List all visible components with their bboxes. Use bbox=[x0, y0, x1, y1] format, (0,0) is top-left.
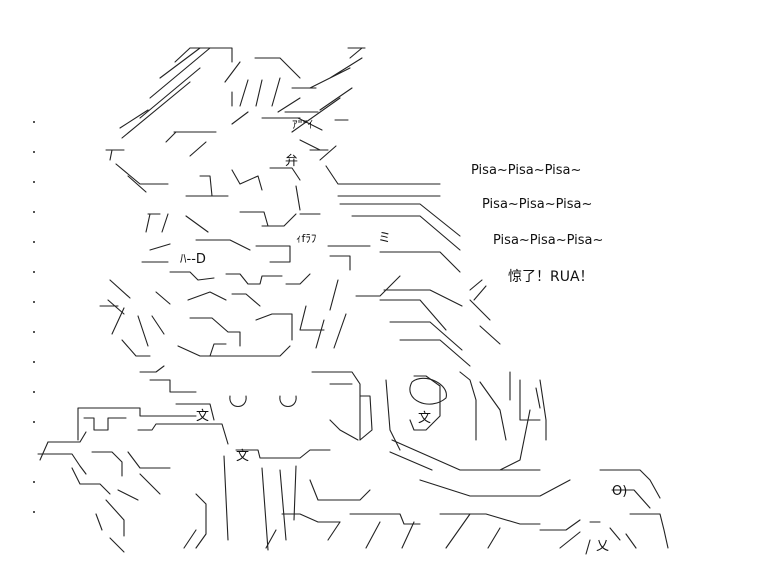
wen-glyph: 乂 bbox=[596, 539, 610, 554]
margin-dot bbox=[33, 361, 35, 363]
margin-dot bbox=[33, 181, 35, 183]
katakana-glyph: ｱ""ｲ bbox=[292, 118, 314, 131]
speech-line-3: Pisa~Pisa~Pisa~ bbox=[493, 233, 604, 248]
margin-dot bbox=[33, 481, 35, 483]
margin-dot bbox=[33, 391, 35, 393]
wen-glyph: 文 bbox=[196, 409, 210, 424]
dash-glyph: ﾊ--D bbox=[180, 252, 206, 267]
kanji-glyph: 弁 bbox=[285, 154, 299, 169]
wen-glyph: 文 bbox=[418, 411, 432, 426]
o-glyph: O) bbox=[612, 484, 628, 499]
margin-dot bbox=[33, 421, 35, 423]
speech-line-1: Pisa~Pisa~Pisa~ bbox=[471, 163, 582, 178]
margin-dot bbox=[33, 211, 35, 213]
mi-glyph: ミ bbox=[378, 231, 392, 246]
margin-dot bbox=[33, 121, 35, 123]
margin-dot bbox=[33, 301, 35, 303]
speech-line-2: Pisa~Pisa~Pisa~ bbox=[482, 197, 593, 212]
margin-dot bbox=[33, 331, 35, 333]
margin-dot bbox=[33, 511, 35, 513]
margin-dot bbox=[33, 151, 35, 153]
wen-glyph: 文 bbox=[236, 449, 250, 464]
margin-dot bbox=[33, 241, 35, 243]
margin-dot bbox=[33, 271, 35, 273]
speech-line-4: 惊了！RUA！ bbox=[508, 269, 594, 285]
katakana-glyph: ｨfﾗﾌ bbox=[296, 232, 317, 245]
